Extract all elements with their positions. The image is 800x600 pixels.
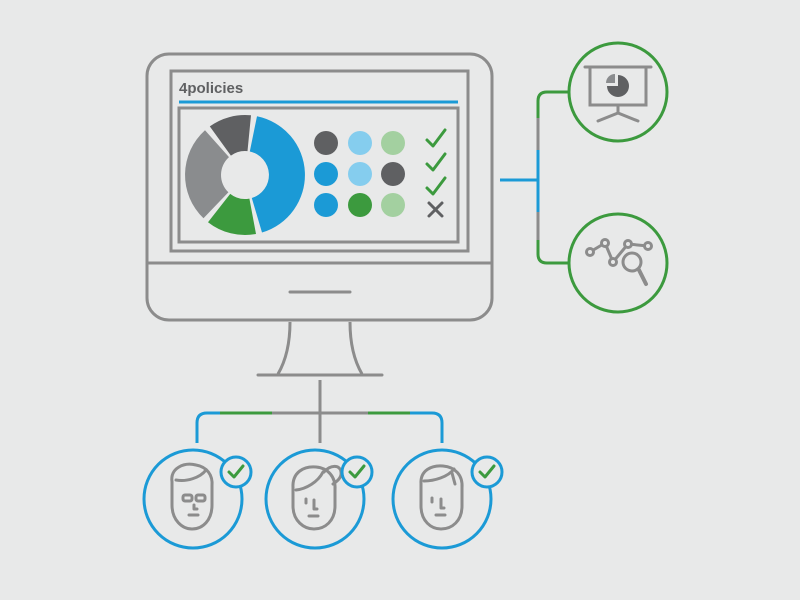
user-node-1 xyxy=(144,450,251,548)
connector-left-blue xyxy=(197,413,220,443)
user-node-3 xyxy=(393,450,502,548)
status-dot xyxy=(381,162,405,186)
data-analysis-icon xyxy=(587,240,652,285)
check-icon xyxy=(427,130,445,146)
status-dot xyxy=(314,131,338,155)
user-male-icon xyxy=(421,466,462,529)
bottom-connector xyxy=(197,380,442,443)
app-brand-title: 4policies xyxy=(179,80,243,97)
donut-chart xyxy=(185,115,305,235)
connector-right-blue xyxy=(410,413,442,443)
user-node-2 xyxy=(266,450,372,548)
connector-bottom-green xyxy=(538,240,568,263)
status-dot xyxy=(348,193,372,217)
status-dot xyxy=(348,162,372,186)
node-ring xyxy=(569,214,667,312)
status-dot xyxy=(381,131,405,155)
status-grid xyxy=(314,130,445,217)
check-icon xyxy=(427,154,445,170)
presentation-chart-icon xyxy=(585,67,651,121)
status-dot xyxy=(314,193,338,217)
approved-badge xyxy=(472,457,502,487)
analysis-node xyxy=(569,214,667,312)
connector-top-green xyxy=(538,92,568,118)
donut-segment-blue xyxy=(250,116,305,232)
user-female-icon xyxy=(293,466,341,529)
monitor-stand xyxy=(278,322,362,374)
presentation-node xyxy=(569,43,667,141)
user-male-glasses-icon xyxy=(172,464,212,529)
status-dot xyxy=(314,162,338,186)
approved-badge xyxy=(221,457,251,487)
approved-badge xyxy=(342,457,372,487)
cross-icon xyxy=(429,203,442,216)
right-connector xyxy=(500,92,568,263)
status-dot xyxy=(348,131,372,155)
check-icon xyxy=(427,178,445,194)
status-dot xyxy=(381,193,405,217)
